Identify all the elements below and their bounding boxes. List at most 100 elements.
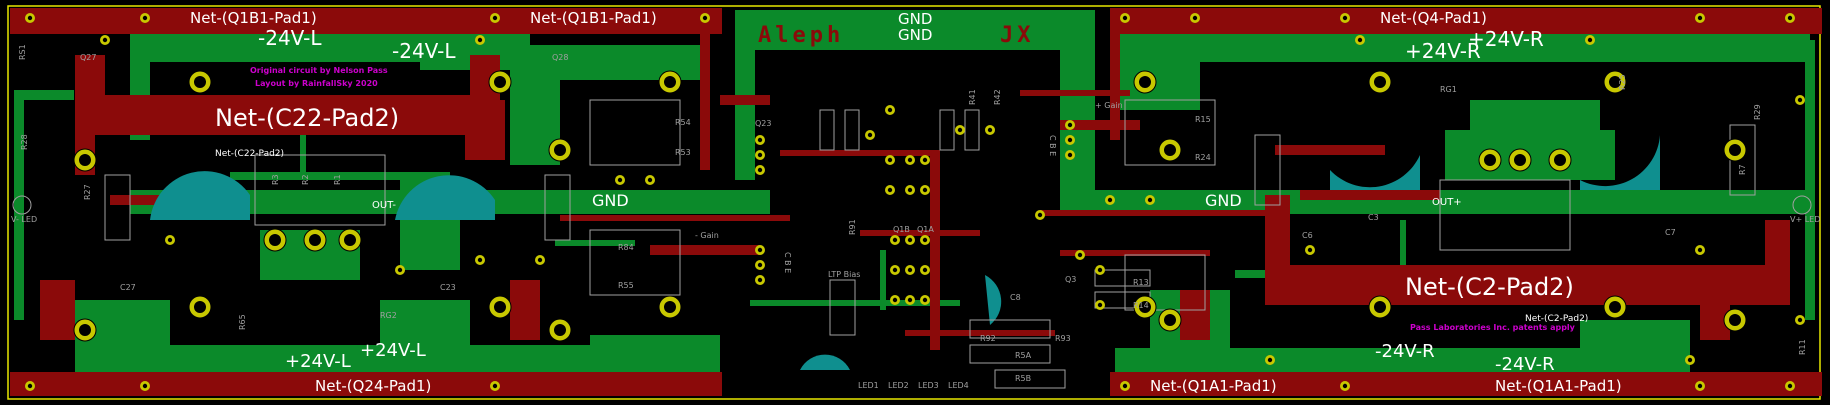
- signal-via-hole: [27, 15, 33, 21]
- net-c22-left-small: Net-(C22-Pad2): [215, 149, 284, 159]
- ref-r55: R55: [618, 281, 634, 290]
- ref-r54: R54: [675, 118, 691, 127]
- ref-r2: R2: [301, 174, 310, 185]
- silkscreen-outlines: [12, 99, 1812, 389]
- signal-via-hole: [1697, 247, 1703, 253]
- signal-via-hole: [757, 152, 763, 158]
- cap-c23: [395, 175, 495, 220]
- board-title: Aleph JX: [758, 23, 1035, 48]
- ref-q23: Q23: [755, 119, 771, 128]
- ref-r27: R27: [83, 184, 92, 200]
- signal-via-hole: [1147, 197, 1153, 203]
- signal-via-hole: [1067, 122, 1073, 128]
- power-via-hole: [344, 234, 356, 246]
- ref-r84: R84: [618, 243, 634, 252]
- ref-r53: R53: [675, 148, 691, 157]
- signal-via-hole: [922, 297, 928, 303]
- signal-via-hole: [1787, 15, 1793, 21]
- net-c22-left: Net-(C22-Pad2): [215, 104, 399, 132]
- signal-via-hole: [102, 37, 108, 43]
- signal-via-hole: [537, 257, 543, 263]
- ref-q1b: Q1B: [893, 225, 910, 234]
- power-via-hole: [1514, 154, 1526, 166]
- ref-cbe-l: C B E: [783, 252, 792, 273]
- signal-via-hole: [922, 187, 928, 193]
- ref-cbe-r: C B E: [1048, 135, 1057, 156]
- ref-gain-r: + Gain: [1095, 101, 1123, 110]
- signal-via-hole: [887, 157, 893, 163]
- ref-ltp-bias: LTP Bias: [828, 270, 860, 279]
- signal-via-hole: [142, 15, 148, 21]
- signal-via-hole: [492, 383, 498, 389]
- ref-r13: R13: [1133, 278, 1149, 287]
- power-via-hole: [664, 76, 676, 88]
- net-gnd-top-a: GND: [898, 10, 932, 28]
- signal-via-hole: [477, 257, 483, 263]
- ref-q28: Q28: [552, 53, 568, 62]
- ref-r5b: R5B: [1015, 374, 1031, 383]
- power-via-hole: [1164, 314, 1176, 326]
- ref-r29: R29: [1753, 104, 1762, 120]
- signal-via-hole: [617, 177, 623, 183]
- signal-via-hole: [757, 262, 763, 268]
- ref-led3: LED3: [918, 381, 939, 390]
- signal-via-hole: [1067, 137, 1073, 143]
- electrolytic-capacitors: [150, 135, 1660, 370]
- power-via-hole: [1609, 301, 1621, 313]
- power-via-hole: [1609, 76, 1621, 88]
- signal-via-hole: [27, 383, 33, 389]
- net-pos24-left-b: +24V-L: [360, 340, 426, 361]
- signal-vias: [25, 13, 1805, 391]
- signal-via-hole: [1077, 252, 1083, 258]
- signal-via-hole: [1122, 383, 1128, 389]
- ref-r28: R28: [20, 134, 29, 150]
- signal-via-hole: [907, 297, 913, 303]
- ref-q1a: Q1A: [917, 225, 934, 234]
- net-c2-right: Net-(C2-Pad2): [1405, 273, 1574, 301]
- cap-c4: [800, 354, 850, 370]
- power-via-hole: [79, 154, 91, 166]
- signal-via-hole: [757, 137, 763, 143]
- signal-via-hole: [477, 37, 483, 43]
- signal-via-hole: [907, 267, 913, 273]
- net-neg24-left-a: -24V-L: [258, 26, 322, 50]
- power-via-hole: [1374, 76, 1386, 88]
- credits-patents: Pass Laboratories Inc. patents apply: [1410, 323, 1576, 332]
- credits: Original circuit by Nelson Pass Layout b…: [250, 66, 1576, 332]
- cap-c7: [1580, 135, 1660, 190]
- signal-via-hole: [1697, 15, 1703, 21]
- signal-via-hole: [1267, 357, 1273, 363]
- net-pos24-right-a: +24V-R: [1405, 39, 1481, 63]
- ref-rg1: RG1: [1440, 85, 1457, 94]
- power-via-hole: [554, 324, 566, 336]
- power-via-hole: [1554, 154, 1566, 166]
- net-c2-right-small: Net-(C2-Pad2): [1525, 314, 1588, 324]
- power-via-hole: [494, 301, 506, 313]
- power-via-hole: [1139, 301, 1151, 313]
- signal-via-hole: [1122, 15, 1128, 21]
- credits-line1: Original circuit by Nelson Pass: [250, 66, 388, 75]
- power-via-hole: [1729, 144, 1741, 156]
- ref-r11: R11: [1798, 339, 1807, 355]
- net-q1b1-mid: Net-(Q1B1-Pad1): [530, 9, 657, 27]
- signal-via-hole: [892, 237, 898, 243]
- cap-c8: [985, 275, 1002, 325]
- ref-led-v-minus: V- LED: [11, 215, 37, 224]
- signal-via-hole: [757, 277, 763, 283]
- signal-via-hole: [922, 267, 928, 273]
- signal-via-hole: [907, 237, 913, 243]
- ref-c6: C6: [1302, 231, 1313, 240]
- net-gnd-right: GND: [1205, 191, 1242, 210]
- net-labels: Net-(Q1B1-Pad1) Net-(Q1B1-Pad1) Net-(Q4-…: [190, 9, 1622, 395]
- title-jx: JX: [1000, 23, 1035, 48]
- ref-led1: LED1: [858, 381, 879, 390]
- signal-via-hole: [757, 167, 763, 173]
- signal-via-hole: [1357, 37, 1363, 43]
- signal-via-hole: [1097, 267, 1103, 273]
- ref-c27: C27: [120, 283, 136, 292]
- signal-via-hole: [1107, 197, 1113, 203]
- ref-rs1: RS1: [18, 44, 27, 60]
- ref-r15: R15: [1195, 115, 1211, 124]
- signal-via-hole: [887, 107, 893, 113]
